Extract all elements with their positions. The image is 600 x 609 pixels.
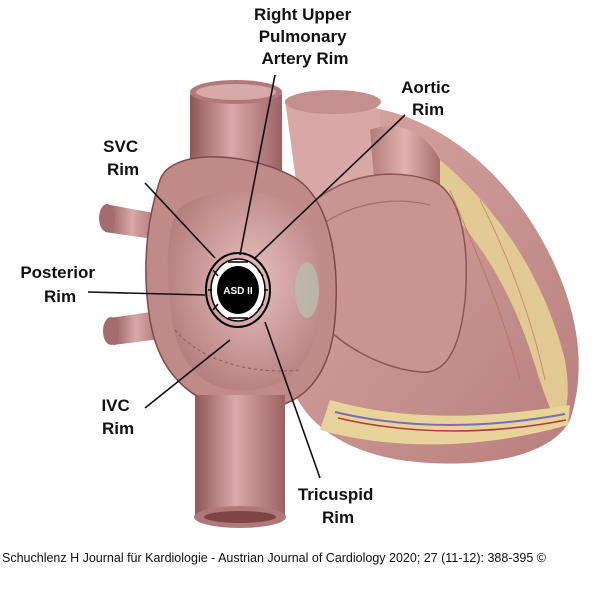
inferior-vena-cava xyxy=(194,395,286,528)
leader-right-upper xyxy=(239,74,276,256)
leader-ivc xyxy=(144,339,231,409)
label-svc-rim: SVC Rim xyxy=(103,137,143,179)
label-right-upper-pulmonary-artery-rim: Right Upper Pulmonary Artery Rim xyxy=(254,5,356,68)
asd-label: ASD II xyxy=(223,286,253,297)
asd-hole xyxy=(217,266,259,314)
leader-aortic xyxy=(254,114,406,259)
label-posterior-rim: Posterior Rim xyxy=(20,263,99,306)
asd-defect: ASD II xyxy=(205,252,271,328)
label-tricuspid-rim: Tricuspid Rim xyxy=(298,485,378,527)
leader-lines xyxy=(87,74,406,479)
rim-segments xyxy=(208,261,268,319)
leader-svc xyxy=(144,182,216,259)
label-ivc-rim: IVC Rim xyxy=(101,396,134,438)
figure-caption: Schuchlenz H Journal für Kardiologie - A… xyxy=(2,551,547,565)
leader-tricuspid xyxy=(264,321,321,479)
leader-posterior xyxy=(87,291,206,296)
label-aortic-rim: Aortic Rim xyxy=(401,78,455,119)
